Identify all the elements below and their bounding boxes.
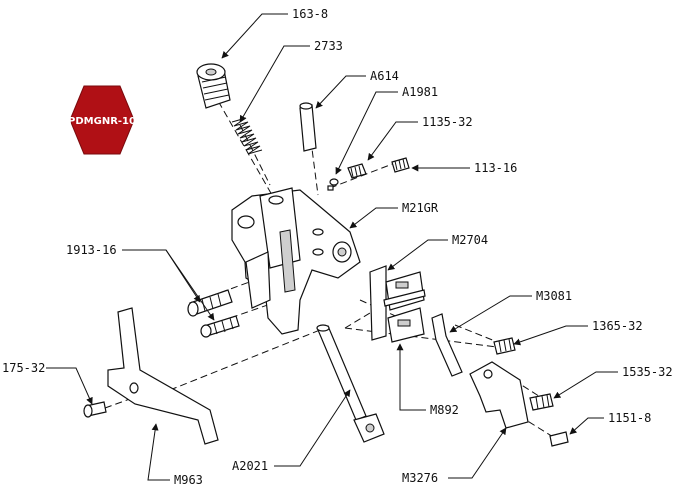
label-113-16: 113-16 bbox=[474, 161, 517, 175]
label-A2021: A2021 bbox=[232, 459, 268, 473]
part-A2021-rod bbox=[316, 324, 385, 443]
part-1135-32-screw bbox=[347, 163, 367, 179]
part-2733-spring bbox=[231, 117, 263, 155]
label-2733: 2733 bbox=[314, 39, 343, 53]
part-1151-8-screw bbox=[549, 431, 569, 447]
callout-leaders bbox=[46, 13, 618, 481]
label-M892: M892 bbox=[430, 403, 459, 417]
part-number-badge: PDMGNR-10 bbox=[68, 85, 136, 155]
label-M3276: M3276 bbox=[402, 471, 438, 485]
part-M3276-plate bbox=[469, 361, 529, 429]
label-M21GR: M21GR bbox=[402, 201, 439, 215]
label-M963: M963 bbox=[174, 473, 203, 487]
callout-labels: 163-8 2733 A614 A1981 1135-32 113-16 M21… bbox=[2, 7, 673, 487]
label-1913-16: 1913-16 bbox=[66, 243, 117, 257]
label-1535-32: 1535-32 bbox=[622, 365, 673, 379]
part-M21GR-block bbox=[231, 187, 361, 335]
part-A1981-pin bbox=[327, 178, 339, 191]
part-1913-16-screws bbox=[187, 289, 240, 338]
part-1365-32-screw bbox=[493, 337, 516, 355]
label-1135-32: 1135-32 bbox=[422, 115, 473, 129]
label-A1981: A1981 bbox=[402, 85, 438, 99]
label-A614: A614 bbox=[370, 69, 399, 83]
badge-hexagon bbox=[69, 85, 135, 155]
part-M2704-plates bbox=[369, 265, 426, 343]
part-M963-bracket bbox=[107, 307, 219, 445]
part-M3081-lever bbox=[431, 313, 463, 377]
part-175-32-screw bbox=[83, 401, 107, 418]
label-163-8: 163-8 bbox=[292, 7, 328, 21]
label-M2704: M2704 bbox=[452, 233, 488, 247]
part-A614-pin bbox=[299, 102, 317, 152]
label-1151-8: 1151-8 bbox=[608, 411, 651, 425]
part-1535-32-screw bbox=[529, 393, 554, 411]
label-1365-32: 1365-32 bbox=[592, 319, 643, 333]
label-M3081: M3081 bbox=[536, 289, 572, 303]
label-175-32: 175-32 bbox=[2, 361, 45, 375]
part-113-16-screw bbox=[391, 157, 410, 173]
badge-label: PDMGNR-10 bbox=[68, 116, 136, 127]
part-163-8-screw bbox=[196, 63, 231, 109]
